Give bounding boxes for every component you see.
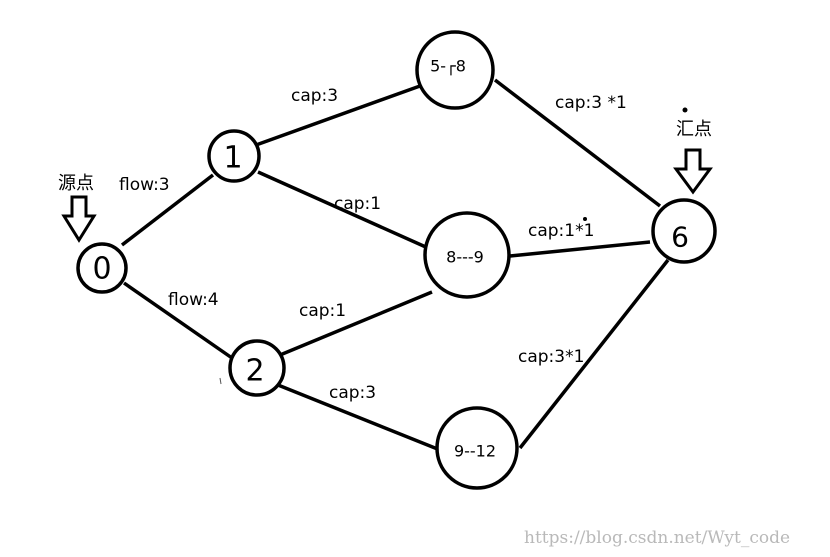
source-label: 源点 bbox=[58, 173, 94, 194]
edge-label-0-1: flow:3 bbox=[119, 175, 170, 195]
node-5to8-label: 5-┌8 bbox=[430, 57, 466, 76]
edge-0-1 bbox=[120, 173, 215, 247]
edge-label-9to12-6: cap:3*1 bbox=[518, 347, 584, 367]
node-9to12: 9--12 bbox=[435, 406, 519, 490]
edge-label-8to9-6: cap:1*1 bbox=[528, 221, 594, 241]
edge-label-1-5to8: cap:3 bbox=[291, 86, 338, 106]
edge-label-2-8to9: cap:1 bbox=[299, 301, 346, 321]
node-1: 1 bbox=[207, 129, 261, 183]
node-9to12-label: 9--12 bbox=[454, 442, 496, 461]
edge-1-8to9 bbox=[257, 170, 429, 250]
edge-5to8-6 bbox=[493, 78, 662, 208]
edge-label-0-2: flow:4 bbox=[168, 290, 219, 310]
edge-9to12-6 bbox=[518, 258, 670, 450]
node-8to9-label: 8---9 bbox=[446, 248, 484, 267]
node-1-label: 1 bbox=[223, 141, 242, 176]
node-5to8: 5-┌8 bbox=[415, 30, 495, 110]
sink-arrow-icon bbox=[673, 148, 713, 195]
watermark-text: https://blog.csdn.net/Wyt_code bbox=[524, 528, 790, 548]
edge-0-2 bbox=[123, 281, 233, 360]
node-8to9: 8---9 bbox=[423, 211, 511, 299]
ink-dot bbox=[583, 217, 587, 221]
edge-1-5to8 bbox=[255, 84, 421, 147]
source-arrow-icon bbox=[61, 195, 97, 243]
edge-2-8to9 bbox=[279, 290, 433, 357]
node-0-label: 0 bbox=[92, 252, 111, 287]
node-2: 2 bbox=[228, 339, 286, 397]
edge-label-1-8to9: cap:1 bbox=[334, 194, 381, 214]
sink-label: 汇点 bbox=[676, 119, 712, 140]
node-0: 0 bbox=[76, 242, 128, 294]
stray-mark bbox=[219, 377, 222, 385]
edge-label-5to8-6: cap:3 *1 bbox=[555, 93, 627, 113]
edge-8to9-6 bbox=[509, 240, 651, 258]
edge-label-2-9to12: cap:3 bbox=[329, 383, 376, 403]
node-6-label: 6 bbox=[671, 221, 689, 254]
ink-dot bbox=[682, 107, 688, 113]
node-2-label: 2 bbox=[245, 354, 264, 389]
node-6: 6 bbox=[651, 198, 717, 264]
edge-2-9to12 bbox=[277, 383, 441, 452]
